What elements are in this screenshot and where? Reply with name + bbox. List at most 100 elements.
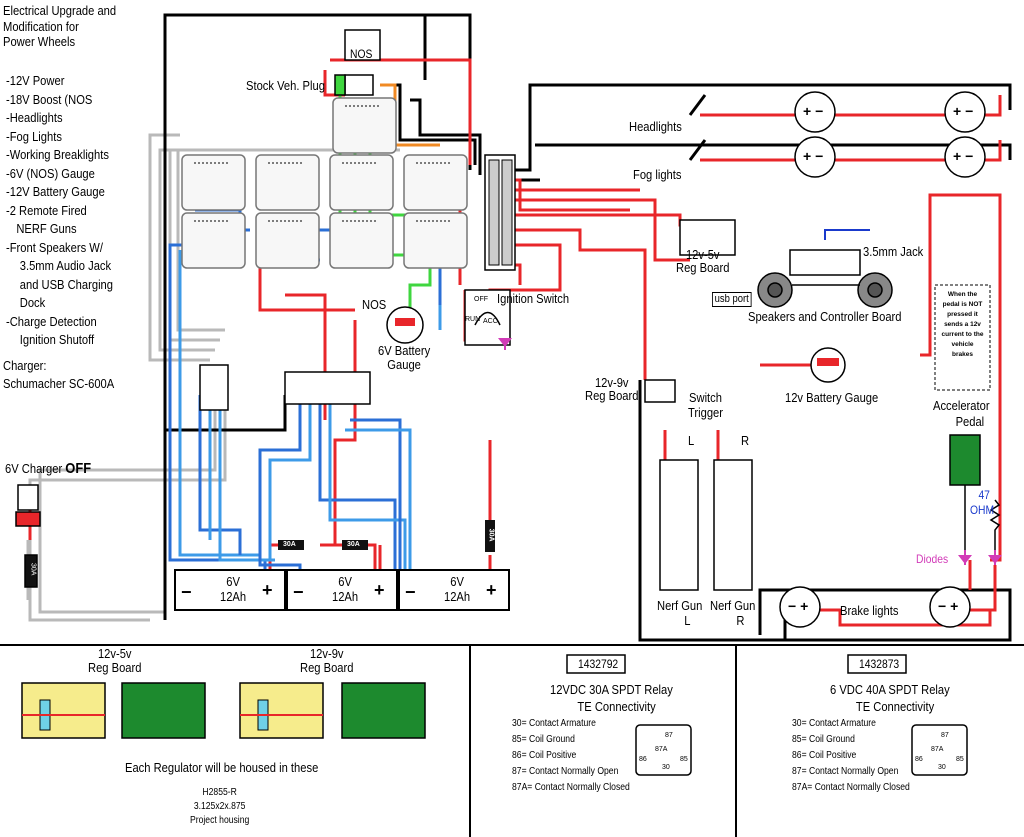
battery-capacity: 12Ah (444, 589, 471, 604)
relay-pin-desc: 85= Coil Ground (792, 734, 855, 745)
relay40-maker: TE Connectivity (855, 699, 935, 714)
trigger-left-label: L (688, 433, 695, 448)
nerf-left-label: Nerf Gun L (657, 598, 702, 628)
battery-terminals: − (293, 582, 304, 602)
headlights-label: Headlights (629, 119, 682, 134)
fuse-label: 30A (487, 528, 495, 542)
relay40-title-line: 6 VDC 40A SPDT Relay (830, 682, 950, 697)
reg5-title: 12v-5v Reg Board (88, 647, 141, 675)
relay-pin-desc: 30= Contact Armature (512, 718, 596, 729)
relay40-part: 1432873 (859, 657, 900, 671)
relay-pin-desc: 86= Coil Positive (792, 750, 857, 761)
battery-voltage: 6V (226, 574, 240, 589)
relay-pins (194, 105, 452, 222)
feature-item: -Front Speakers W/ (6, 239, 103, 255)
housing-note: Each Regulator will be housed in these (125, 760, 319, 775)
lamp-symbol: + − (953, 103, 974, 119)
housing-line: 3.125x2x.875 (193, 801, 246, 812)
blue-wiring (168, 208, 442, 580)
relay30-pin-87a: 87A (655, 746, 668, 753)
trigger-right-label: R (741, 433, 750, 448)
diodes-label: Diodes (916, 552, 949, 566)
relay30-pin-30: 30 (662, 764, 670, 771)
feature-item: -18V Boost (NOS (6, 91, 93, 107)
charger-status-value: OFF (65, 460, 92, 477)
regulator-boards (21, 682, 426, 739)
pedal-note-line: current to the (941, 331, 984, 338)
audio-jack-cable (824, 229, 870, 240)
feature-item: -Working Breaklights (6, 147, 109, 162)
relay-diagrams (635, 724, 968, 776)
lamp-symbol: + − (803, 148, 824, 164)
lamp-symbol: + − (803, 103, 824, 119)
battery-terminals: − (181, 582, 192, 602)
fuse-label: 30A (283, 541, 296, 548)
ignition-off: OFF (474, 296, 488, 303)
reg-9v-line: Reg Board (585, 388, 639, 403)
feature-list: -12V Power -18V Boost (NOS -Headlights -… (6, 72, 113, 350)
battery-terminals: − (405, 582, 416, 602)
battery-capacity: 12Ah (332, 589, 359, 604)
connectors (15, 29, 736, 588)
feature-item: -Charge Detection (6, 313, 97, 329)
switch-trigger-line: Trigger (688, 405, 724, 420)
nerf-guns (659, 459, 753, 591)
relay30-title-line: 12VDC 30A SPDT Relay (550, 682, 673, 697)
switch-trigger-label: Switch Trigger (688, 390, 723, 420)
charger-status-prefix: 6V Charger (5, 461, 63, 476)
switch-trigger-line: Switch (689, 390, 722, 405)
relay40-pin-87a: 87A (931, 746, 944, 753)
battery-voltage: 6V (450, 574, 464, 589)
battery-terminals: + (262, 580, 273, 600)
brake-lights-label: Brake lights (840, 603, 899, 618)
reg-9v-label: 12v-9v Reg Board (585, 376, 638, 402)
battery-terminals: + (374, 580, 385, 600)
feature-item: -Headlights (6, 110, 63, 125)
charger-fuse-label: 30A (29, 562, 37, 576)
ignition-switch-shape (474, 311, 501, 326)
housing-line: H2855-R (202, 787, 237, 798)
housing-line: Project housing (190, 815, 250, 826)
six-v-gauge-line: Gauge (387, 357, 421, 372)
reg5-title-line: Reg Board (88, 660, 142, 675)
lamp-symbol: − + (938, 598, 959, 614)
reg-5v-line: Reg Board (676, 260, 730, 275)
relay-pin-desc: 86= Coil Positive (512, 750, 577, 761)
battery-2-label: 6V 12Ah (332, 574, 358, 604)
pedal-note-line: sends a 12v (944, 321, 981, 328)
feature-item: 3.5mm Audio Jack (19, 258, 112, 273)
resistor-value: 47 (978, 488, 990, 502)
speakers-label: Speakers and Controller Board (748, 309, 902, 324)
relay30-part: 1432792 (578, 657, 619, 671)
relay30-pin-86: 86 (639, 756, 647, 763)
pedal-note-line: vehicle (951, 341, 974, 348)
ignition-acc: ACC (483, 318, 498, 325)
nerf-right-label: Nerf Gun R (710, 598, 755, 628)
pedal-note-line: brakes (952, 351, 973, 358)
ignition-switch-label: Ignition Switch (497, 291, 570, 306)
relay30-title: 12VDC 30A SPDT Relay TE Connectivity (550, 681, 673, 715)
charger-model: Schumacher SC-600A (3, 376, 115, 391)
housing-spec: H2855-R 3.125x2x.875 Project housing (190, 786, 249, 828)
pedal-note: When the pedal is NOT pressed it sends a… (937, 290, 988, 360)
title-line: Electrical Upgrade and (3, 3, 117, 18)
nerf-left-line: Nerf Gun (657, 598, 703, 613)
feature-item: -2 Remote Fired (6, 202, 87, 218)
title-line: Power Wheels (3, 34, 76, 50)
lamp-symbol: − + (788, 598, 809, 614)
relay-pin-desc: 87A= Contact Normally Closed (792, 782, 910, 793)
fog-lights-label: Fog lights (633, 167, 682, 182)
reg9-title-line: Reg Board (300, 660, 354, 675)
reg9-title-line: 12v-9v (309, 646, 344, 661)
feature-item: -6V (NOS) Gauge (6, 165, 95, 181)
usb-port-label: usb port (712, 292, 752, 308)
resistor-label: 47 OHM (970, 488, 994, 518)
reg-5v-line: 12v-5v (685, 247, 720, 262)
fuse-label: 30A (347, 541, 360, 548)
relay40-pin-30: 30 (938, 764, 946, 771)
pedal-note-line: When the (947, 291, 978, 298)
relay-pin-desc: 87A= Contact Normally Closed (512, 782, 630, 793)
six-v-gauge-line: 6V Battery (378, 343, 431, 358)
lamp-symbol: + − (953, 148, 974, 164)
